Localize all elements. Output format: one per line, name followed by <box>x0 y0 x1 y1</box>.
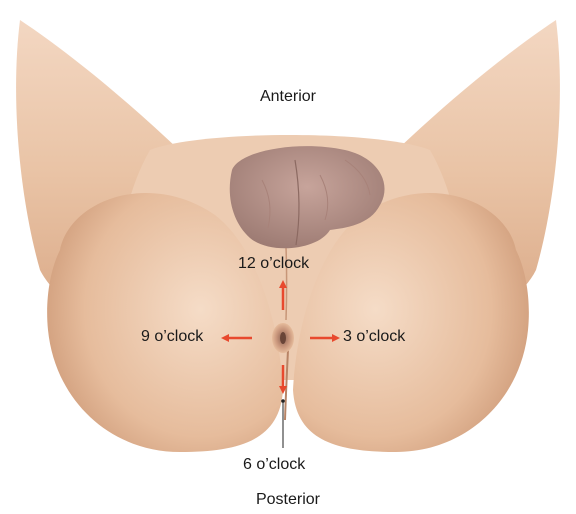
label-12-oclock: 12 o’clock <box>238 255 309 273</box>
label-9-oclock: 9 o’clock <box>141 328 203 346</box>
label-anterior: Anterior <box>0 88 576 106</box>
label-posterior: Posterior <box>0 491 576 509</box>
label-3-oclock: 3 o’clock <box>343 328 405 346</box>
label-6-oclock: 6 o’clock <box>243 456 305 474</box>
